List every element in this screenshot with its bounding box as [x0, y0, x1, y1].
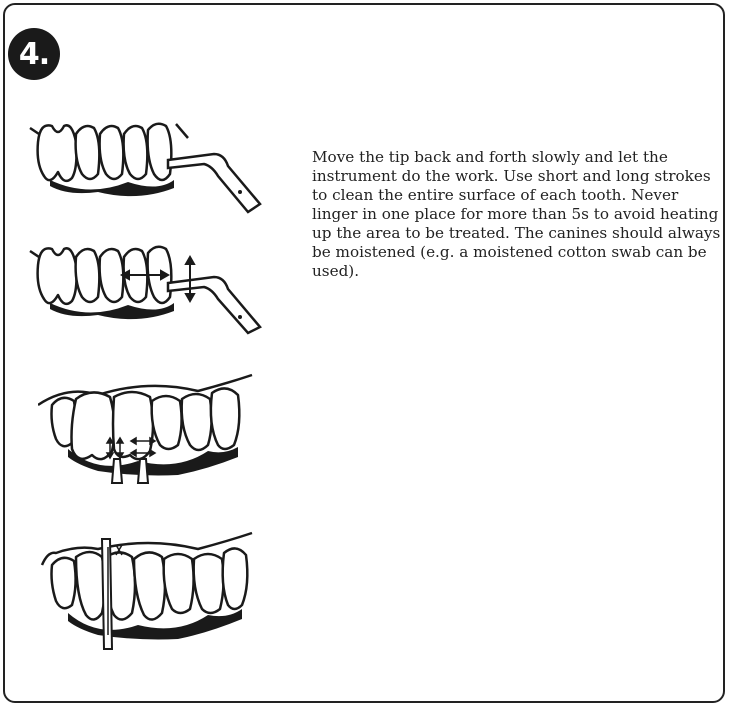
teeth-illustration-2	[28, 235, 268, 335]
step-number-badge: 4.	[8, 28, 60, 80]
instruction-text: Move the tip back and forth slowly and l…	[312, 148, 722, 281]
teeth-illustration-1	[28, 120, 268, 215]
teeth-illustration-3	[38, 365, 258, 490]
teeth-illustration-4	[38, 525, 258, 655]
